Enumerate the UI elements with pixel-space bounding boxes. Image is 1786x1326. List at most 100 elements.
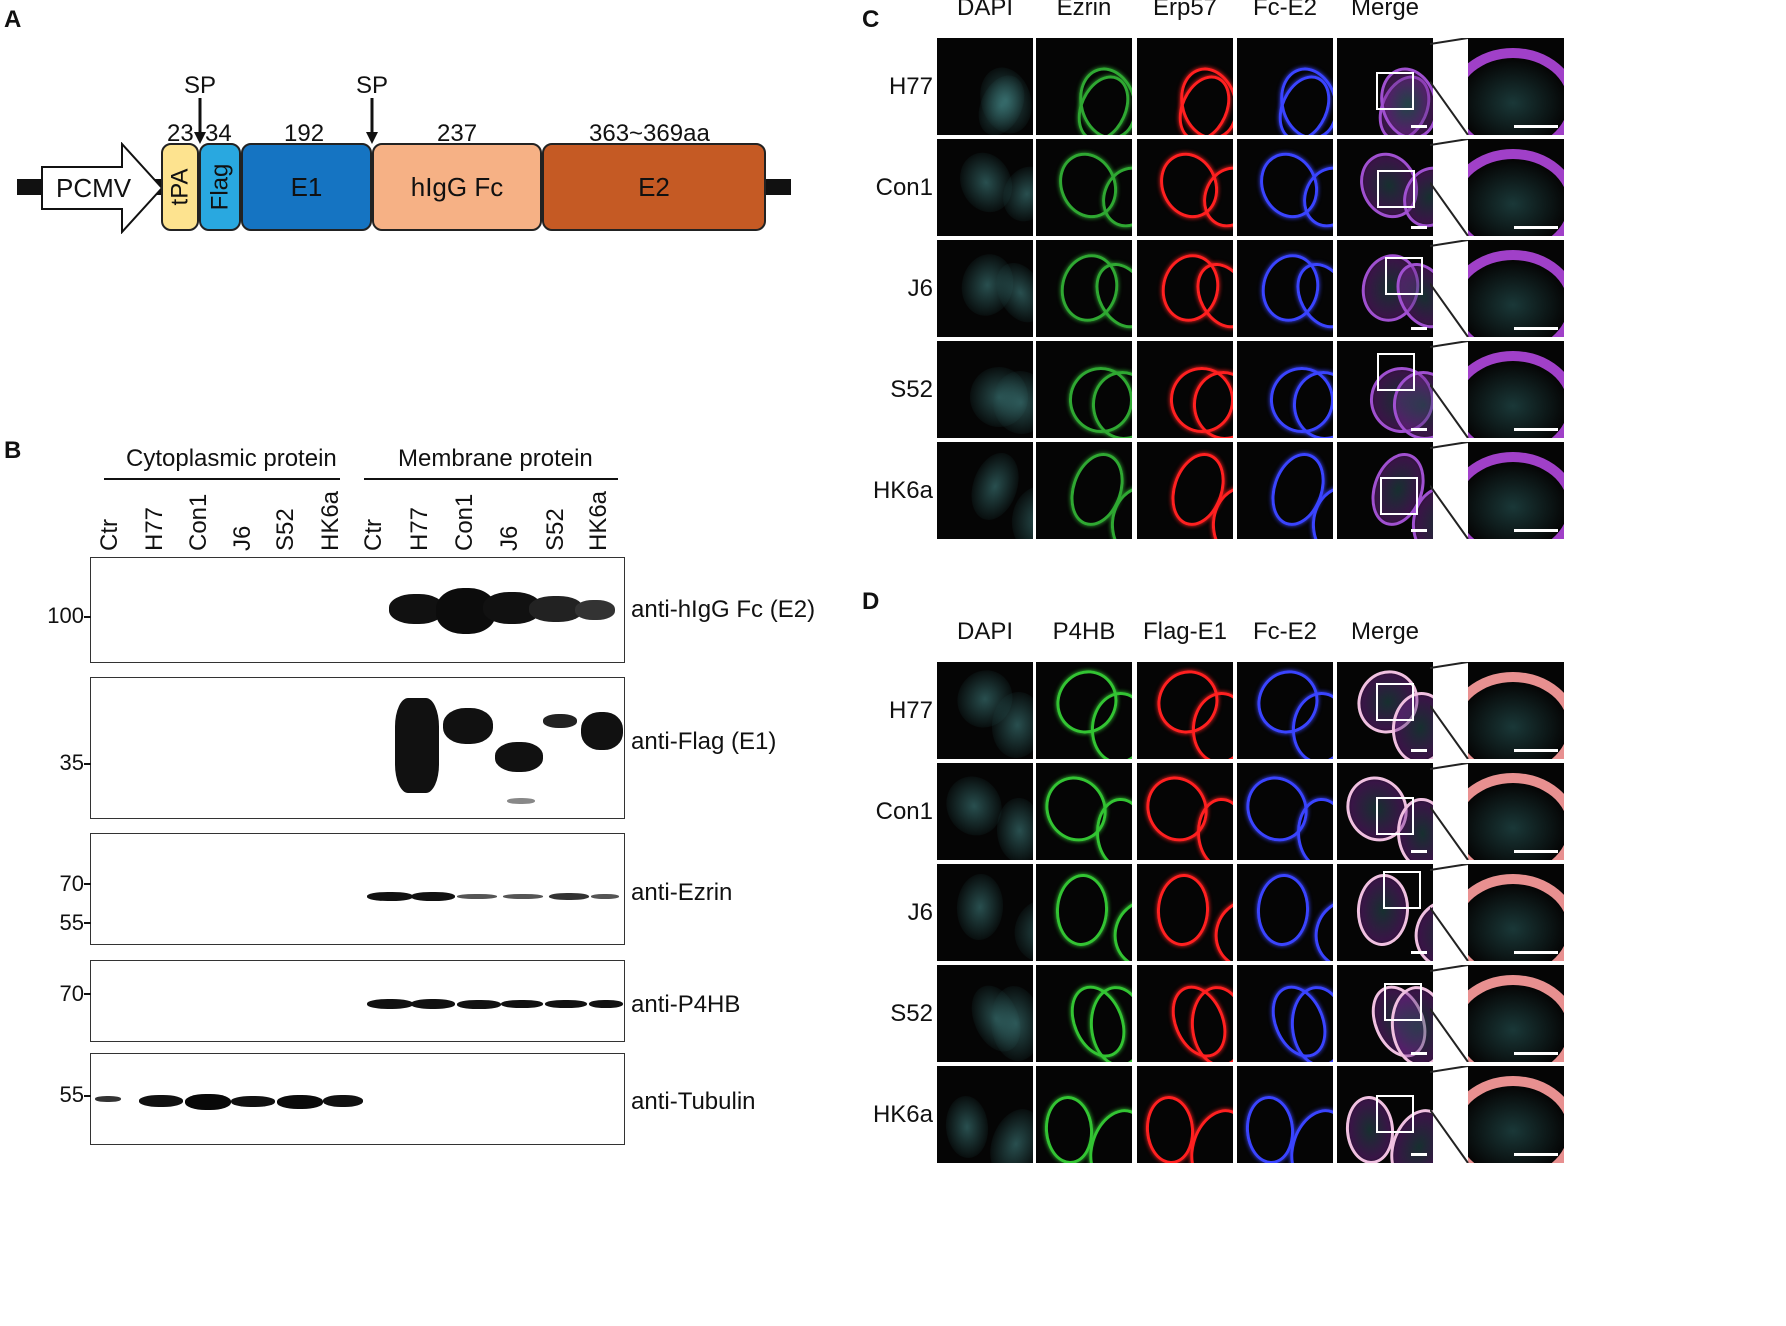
domain-fc: hIgG Fc <box>372 143 542 231</box>
scale-bar <box>1411 951 1427 954</box>
column-header: P4HB <box>1052 618 1116 645</box>
zoom-region-box <box>1375 797 1414 836</box>
cell-shape <box>1468 672 1564 759</box>
sp-label-2: SP <box>356 72 389 99</box>
mw-tick <box>84 763 91 765</box>
zoom-region-box <box>1377 352 1416 391</box>
group-membrane-line <box>364 478 618 480</box>
micrograph-tile <box>1337 240 1433 337</box>
micrograph-tile <box>1237 763 1333 860</box>
micrograph-tile <box>1237 864 1333 961</box>
cell-shape <box>1468 975 1564 1062</box>
micrograph-tile <box>1137 38 1233 135</box>
micrograph-tile <box>937 442 1033 539</box>
length-34: 34 <box>205 120 232 147</box>
micrograph-tile <box>1237 442 1333 539</box>
micrograph-tile <box>1137 763 1233 860</box>
length-192: 192 <box>284 120 325 147</box>
cell-shape <box>980 1102 1033 1163</box>
micrograph-tile <box>1137 965 1233 1062</box>
scale-bar <box>1411 529 1427 532</box>
band <box>507 798 535 804</box>
cell-shape <box>1468 874 1564 961</box>
zoom-region-box <box>1376 170 1415 209</box>
band <box>575 600 615 620</box>
micrograph-tile <box>1036 38 1132 135</box>
zoom-inset-tile <box>1468 662 1564 759</box>
micrograph-tile <box>1337 38 1433 135</box>
scale-bar <box>1411 1153 1427 1156</box>
band <box>411 999 455 1009</box>
sp-arrow-1 <box>194 98 206 144</box>
micrograph-tile <box>1337 864 1433 961</box>
mw-70: 70 <box>59 871 84 896</box>
scale-bar <box>1411 226 1427 229</box>
column-header: Merge <box>1350 0 1420 21</box>
band <box>501 1000 543 1008</box>
band <box>543 714 577 728</box>
band <box>139 1095 183 1107</box>
domain-e2: E2 <box>542 143 766 231</box>
zoom-inset-tile <box>1468 763 1564 860</box>
length-237: 237 <box>437 120 478 147</box>
micrograph-tile <box>1137 864 1233 961</box>
group-cytoplasmic-line <box>104 478 340 480</box>
micrograph-tile <box>1036 139 1132 236</box>
lane-label: H77 <box>406 506 433 551</box>
micrograph-tile <box>937 341 1033 438</box>
zoom-connector-lines <box>1430 662 1469 759</box>
mw-70-p4hb: 70 <box>59 981 84 1006</box>
zoom-connector-lines <box>1430 38 1469 135</box>
blot-p4hb <box>90 960 625 1042</box>
micrograph-tile <box>1036 763 1132 860</box>
domain-tpa: tPA <box>161 143 199 231</box>
cell-shape <box>1468 773 1564 860</box>
band <box>323 1095 363 1107</box>
antibody-label-ezrin: anti-Ezrin <box>631 879 733 906</box>
mw-35: 35 <box>59 750 84 775</box>
row-label: Con1 <box>875 797 933 825</box>
micrograph-tile <box>1137 341 1233 438</box>
micrograph-tile <box>1337 442 1433 539</box>
lane-label: H77 <box>141 506 168 551</box>
micrograph-tile <box>1036 442 1132 539</box>
promoter-arrow <box>41 142 164 234</box>
band <box>395 698 439 793</box>
scale-bar <box>1514 125 1558 128</box>
micrograph-tile <box>1036 341 1132 438</box>
scale-bar <box>1411 428 1427 431</box>
lane-label: HK6a <box>585 490 612 551</box>
column-header: DAPI <box>956 618 1013 645</box>
mw-55: 55 <box>59 910 84 935</box>
band <box>231 1096 275 1107</box>
row-label: Con1 <box>875 173 933 201</box>
micrograph-tile <box>1036 240 1132 337</box>
cell-shape <box>1042 1094 1095 1163</box>
band <box>443 708 493 744</box>
micrograph-tile <box>1036 965 1132 1062</box>
column-header: Ezrin <box>1056 0 1112 21</box>
domain-e1: E1 <box>241 143 372 231</box>
group-membrane-label: Membrane protein <box>398 445 593 472</box>
lane-label: J6 <box>229 525 256 551</box>
domain-flag: Flag <box>199 143 241 231</box>
micrograph-tile <box>937 139 1033 236</box>
row-label: HK6a <box>872 476 933 504</box>
zoom-region-box <box>1376 72 1415 111</box>
zoom-inset-tile <box>1468 1066 1564 1163</box>
zoom-inset-tile <box>1468 965 1564 1062</box>
cell-shape <box>1155 872 1211 947</box>
zoom-region-box <box>1380 477 1419 516</box>
cell-shape <box>1468 452 1564 539</box>
domain-e1-label: E1 <box>290 171 323 202</box>
blot-tubulin <box>90 1053 625 1145</box>
scale-bar <box>1514 951 1558 954</box>
zoom-connector-lines <box>1430 442 1469 539</box>
micrograph-tile <box>1137 662 1233 759</box>
band <box>495 742 543 772</box>
row-label: S52 <box>890 999 933 1027</box>
micrograph-tile <box>937 240 1033 337</box>
micrograph-tile <box>1137 139 1233 236</box>
zoom-connector-lines <box>1430 341 1469 438</box>
cell-shape <box>1468 48 1564 135</box>
